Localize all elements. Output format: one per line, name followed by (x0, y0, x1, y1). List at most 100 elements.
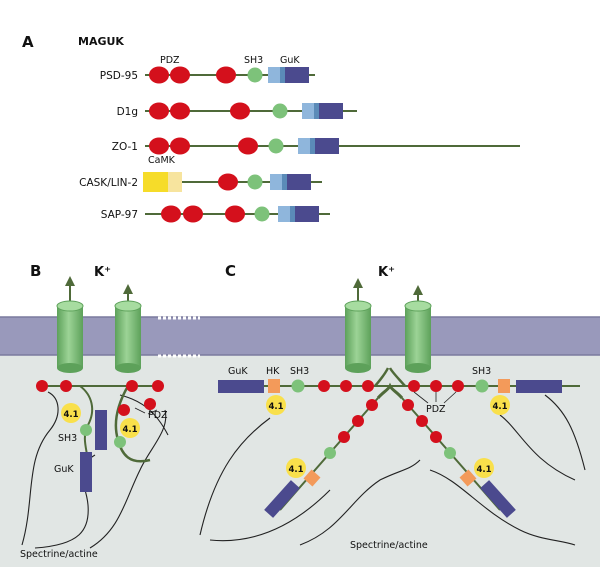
panel-a-title: MAGUK (78, 35, 124, 48)
sh3-domain (272, 103, 288, 119)
pdz-domain (340, 380, 352, 392)
pdz-domain (352, 415, 364, 427)
protein-row-zo1: ZO-1 (112, 137, 520, 155)
pdz-domain (238, 137, 258, 155)
band41-protein (120, 418, 140, 438)
hook-region (459, 469, 477, 487)
pdz-domain (430, 431, 442, 443)
guk-domain (218, 380, 264, 393)
pdz-domain (366, 399, 378, 411)
guk-domain (287, 174, 311, 190)
protein-row-dlg: D1g (117, 102, 357, 120)
sh3-domain (291, 379, 305, 393)
band41-label: 4.1 (268, 402, 283, 412)
guk-domain (95, 410, 107, 450)
pdz-domain (338, 431, 350, 443)
pdz-domain (408, 380, 420, 392)
hook-region (268, 67, 280, 83)
cytoskeleton-label-c: Spectrine/actine (350, 540, 428, 551)
sh3-domain (444, 447, 456, 459)
guk-domain (480, 480, 516, 518)
pdz-domain (118, 404, 130, 416)
guk-domain (285, 67, 309, 83)
band41-label: 4.1 (476, 465, 491, 475)
pdz-domain (149, 66, 169, 84)
guk-domain (315, 138, 339, 154)
sh3-domain (324, 447, 336, 459)
pdz-domain (126, 380, 138, 392)
arrow-up-icon (413, 285, 423, 295)
protein-label-psd95: PSD-95 (100, 70, 138, 82)
pdz-domain (149, 102, 169, 120)
pdz-domain (60, 380, 72, 392)
pdz-header-label: PDZ (160, 55, 180, 66)
sh3-domain (254, 206, 270, 222)
arrow-up-icon (65, 276, 75, 286)
cytoskeleton-label-b: Spectrine/actine (20, 549, 98, 560)
panel-a-letter: A (22, 33, 34, 51)
k-channel (114, 300, 142, 373)
pdz-label-b: PDZ (148, 410, 168, 421)
k-channel (56, 300, 84, 373)
band41-label: 4.1 (492, 402, 507, 412)
sh3-domain (247, 67, 263, 83)
band41-protein (286, 458, 306, 478)
pdz-domain (452, 380, 464, 392)
guk-label-b: GuK (54, 464, 74, 475)
guk-domain (516, 380, 562, 393)
pdz-domain (402, 399, 414, 411)
protein-row-psd95: PSD-95 (100, 66, 315, 84)
hook-region (302, 103, 314, 119)
band41-protein (490, 395, 510, 415)
pdz-domain (225, 205, 245, 223)
band41-protein (61, 403, 81, 423)
protein-label-dlg: D1g (117, 106, 138, 118)
band41-protein (474, 458, 494, 478)
sh3-domain (114, 436, 126, 448)
guk-domain (319, 103, 343, 119)
pdz-domain (170, 66, 190, 84)
pdz-domain (183, 205, 203, 223)
hook-region (303, 469, 321, 487)
panel-c-letter: C (225, 262, 236, 280)
hook-region (270, 174, 282, 190)
k-channel (344, 300, 372, 373)
pdz-domain (152, 380, 164, 392)
protein-label-cask: CASK/LIN-2 (79, 177, 138, 189)
arrow-up-icon (353, 278, 363, 288)
pdz-domain (318, 380, 330, 392)
camk-domain-end (168, 172, 182, 192)
membrane (0, 317, 600, 355)
pdz-domain (416, 415, 428, 427)
protein-row-sap97: SAP-97 (101, 205, 330, 223)
guk-domain (264, 480, 300, 518)
band41-label: 4.1 (122, 425, 137, 435)
protein-label-zo1: ZO-1 (112, 141, 138, 153)
k-channel (404, 300, 432, 373)
pdz-domain (218, 173, 238, 191)
sh3-domain (268, 138, 284, 154)
pdz-domain (36, 380, 48, 392)
panel-c-ion-label: K⁺ (378, 265, 395, 280)
pdz-domain (362, 380, 374, 392)
panel-b-letter: B (30, 262, 41, 280)
pdz-domain (170, 102, 190, 120)
guk-domain (295, 206, 319, 222)
sh3-header-label: SH3 (244, 55, 263, 66)
sh3-label-c-left: SH3 (290, 366, 309, 377)
camk-label: CaMK (148, 155, 176, 166)
panel-a: A MAGUK PDZ SH3 GuK CaMK PSD-95 D1g (22, 33, 520, 223)
hk-label: HK (266, 366, 280, 377)
sh3-domain (80, 424, 92, 436)
sh3-label-c-right: SH3 (472, 366, 491, 377)
band41-label: 4.1 (63, 410, 78, 420)
band41-protein (266, 395, 286, 415)
pdz-domain (230, 102, 250, 120)
pdz-label-c: PDZ (426, 404, 446, 415)
guk-domain (80, 452, 92, 492)
pdz-domain (161, 205, 181, 223)
guk-label-c: GuK (228, 366, 248, 377)
panel-c: C K⁺ (199, 262, 586, 551)
guk-header-label: GuK (280, 55, 300, 66)
